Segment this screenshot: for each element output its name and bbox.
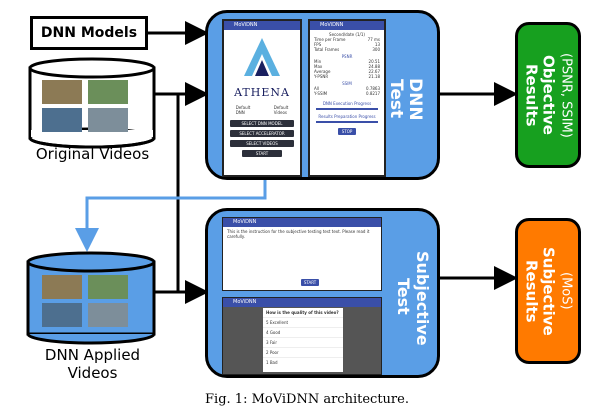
phone-results-screen: MoViDNN Second/date (1/1) Time per Frame… xyxy=(308,19,386,177)
psnr-key: Y-PSNR xyxy=(314,74,329,79)
psnr-value: 21.18 xyxy=(368,74,380,79)
subjective-instructions-screen: MoViDNN This is the instruction for the … xyxy=(222,217,382,291)
stat-value: 13 xyxy=(374,42,380,47)
psnr-key: Max xyxy=(314,64,323,69)
objective-results-title: Objective Results xyxy=(522,25,558,165)
results-title-bar: MoViDNN xyxy=(310,21,384,30)
dnn-test-panel: MoViDNN ATHENA Default DNN Default Video… xyxy=(205,10,440,180)
psnr-row: Y-PSNR 21.18 xyxy=(314,74,380,79)
stat-value: 77 ms xyxy=(367,37,380,42)
athena-logo xyxy=(244,38,280,76)
subjective-test-label: Subjective Test xyxy=(388,251,432,346)
results-progress-label: Results Preparation Progress xyxy=(318,114,376,119)
subjective-line1: Subjective xyxy=(539,246,558,336)
psnr-key: Average xyxy=(314,69,331,74)
psnr-row: Min 20.51 xyxy=(314,59,380,64)
dnn-progress-label: DNN Execution Progress xyxy=(322,101,372,106)
stats-title: Second/date (1/1) xyxy=(329,32,365,37)
dnn-models-box: DNN Models xyxy=(30,16,148,50)
original-videos-label: Original Videos xyxy=(35,145,150,163)
psnr-key: Min xyxy=(314,59,322,64)
dnn-applied-line2: Videos xyxy=(67,364,118,382)
stat-key: FPS xyxy=(314,42,322,47)
ssim-key: Y-SSIM xyxy=(314,91,328,96)
subjective-test-panel: MoViDNN This is the instruction for the … xyxy=(205,208,440,378)
rating-option[interactable]: 3 Fair xyxy=(263,337,343,347)
objective-results-box: Objective Results (PSNR, SSIM) xyxy=(515,22,581,168)
psnr-row: Max 24.88 xyxy=(314,64,380,69)
results-progress-bar xyxy=(316,121,378,123)
ssim-row: All 0.7863 xyxy=(314,86,380,91)
app-title-bar: MoViDNN xyxy=(224,21,300,30)
stat-key: Total Frames xyxy=(314,47,340,52)
dnn-progress-bar xyxy=(316,108,378,110)
psnr-title: PSNR xyxy=(341,54,353,59)
stat-key: Time per Frame xyxy=(314,37,346,42)
ssim-value: 0.8217 xyxy=(366,91,380,96)
objective-metrics: (PSNR, SSIM) xyxy=(558,52,574,138)
stat-value: 300 xyxy=(372,47,380,52)
objective-line1: Objective xyxy=(539,55,558,135)
rating-option[interactable]: 4 Good xyxy=(263,327,343,337)
rating-option[interactable]: 1 Bad xyxy=(263,357,343,367)
psnr-value: 24.88 xyxy=(368,64,380,69)
subjective-test-line2: Test xyxy=(394,277,413,315)
default-videos-toggle-label[interactable]: Default Videos xyxy=(273,105,289,115)
dnn-applied-videos-cylinder xyxy=(26,251,156,345)
subjective-metrics: (MoS) xyxy=(558,272,574,310)
logo-text: ATHENA xyxy=(234,86,290,99)
subjective-results-title: Subjective Results xyxy=(522,221,558,361)
start-button[interactable]: START xyxy=(242,150,282,157)
dnn-test-label: DNN Test xyxy=(386,77,425,121)
stat-row: Time per Frame 77 ms xyxy=(314,37,380,42)
phone-main-screen: MoViDNN ATHENA Default DNN Default Video… xyxy=(222,19,302,177)
rating-option[interactable]: 5 Excellent xyxy=(263,317,343,327)
subjective-rating-screen: MoViDNN How is the quality of this video… xyxy=(222,297,382,375)
subjective-test-line1: Subjective xyxy=(413,251,432,346)
dnn-applied-videos-label: DNN Applied Videos xyxy=(20,346,165,382)
objective-line2: Results xyxy=(522,63,541,127)
rating-question: How is the quality of this video? xyxy=(266,310,339,315)
select-accelerator-button[interactable]: SELECT ACCELERATOR xyxy=(230,130,294,137)
psnr-value: 22.67 xyxy=(368,69,380,74)
rating-option[interactable]: 2 Poor xyxy=(263,347,343,357)
psnr-value: 20.51 xyxy=(368,59,380,64)
select-dnn-model-button[interactable]: SELECT DNN MODEL xyxy=(230,120,294,127)
ssim-value: 0.7863 xyxy=(366,86,380,91)
subjective-line2: Results xyxy=(522,259,541,323)
stat-row: FPS 13 xyxy=(314,42,380,47)
arrow-feedback-blue xyxy=(75,180,267,252)
rating-dialog: How is the quality of this video? 5 Exce… xyxy=(263,308,343,372)
ssim-title: SSIM xyxy=(342,81,352,86)
ssim-row: Y-SSIM 0.8217 xyxy=(314,91,380,96)
psnr-row: Average 22.67 xyxy=(314,69,380,74)
dnn-applied-line1: DNN Applied xyxy=(44,346,141,364)
figure-caption: Fig. 1: MoViDNN architecture. xyxy=(205,392,409,407)
stop-button[interactable]: STOP xyxy=(338,128,356,135)
rating-title-bar: MoViDNN xyxy=(223,298,381,307)
subjective-results-box: Subjective Results (MoS) xyxy=(515,218,581,364)
stat-row: Total Frames 300 xyxy=(314,47,380,52)
subjective-start-button[interactable]: START xyxy=(301,279,319,286)
subjective-title-bar: MoViDNN xyxy=(223,218,381,227)
ssim-key: All xyxy=(314,86,319,91)
select-videos-button[interactable]: SELECT VIDEOS xyxy=(230,140,294,147)
original-videos-cylinder xyxy=(28,57,156,149)
subjective-intro-text: This is the instruction for the subjecti… xyxy=(227,229,370,239)
default-dnn-toggle-label[interactable]: Default DNN xyxy=(235,105,251,115)
